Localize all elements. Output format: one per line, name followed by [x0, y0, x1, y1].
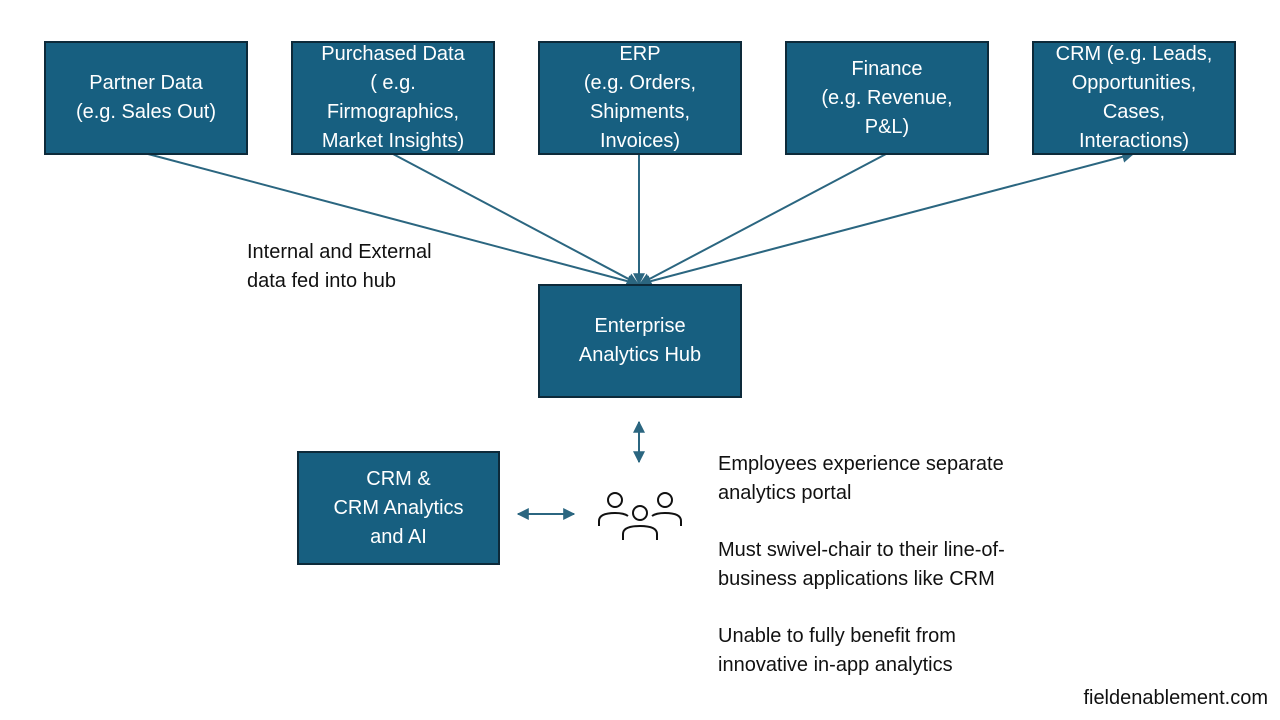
note-in-app-analytics: Unable to fully benefit from innovative … [718, 625, 956, 676]
edge-finance-to-hub [638, 153, 887, 285]
edge-partner-to-hub [147, 153, 640, 288]
source-purchased-data: Purchased Data ( e.g. Firmographics, Mar… [291, 41, 495, 155]
source-finance: Finance (e.g. Revenue, P&L) [785, 41, 989, 155]
feed-note: Internal and External data fed into hub [247, 241, 432, 292]
source-erp: ERP (e.g. Orders, Shipments, Invoices) [538, 41, 742, 155]
edge-hub-crm-source [638, 150, 1135, 288]
crm-analytics-box: CRM & CRM Analytics and AI [297, 451, 500, 565]
people-group-icon [598, 492, 682, 540]
note-separate-portal: Employees experience separate analytics … [718, 453, 1004, 504]
source-crm: CRM (e.g. Leads, Opportunities, Cases, I… [1032, 41, 1236, 155]
enterprise-analytics-hub: Enterprise Analytics Hub [538, 284, 742, 398]
edge-purchased-to-hub [392, 153, 640, 285]
note-swivel-chair: Must swivel-chair to their line-of- busi… [718, 539, 1005, 590]
footer-site: fieldenablement.com [1083, 687, 1268, 709]
source-partner-data: Partner Data (e.g. Sales Out) [44, 41, 248, 155]
